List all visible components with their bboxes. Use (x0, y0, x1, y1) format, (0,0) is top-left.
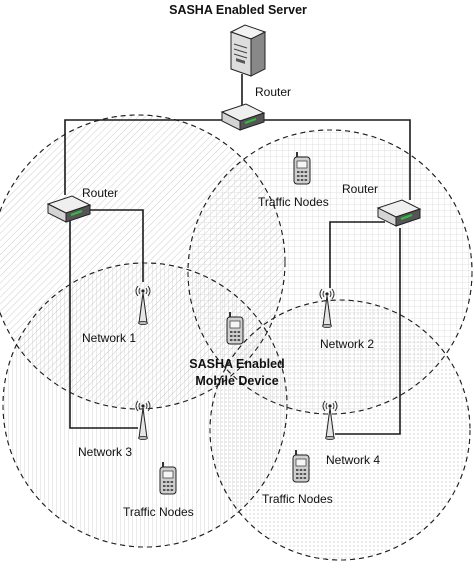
network-3-label: Network 3 (78, 445, 132, 459)
traffic-nodes-top-label: Traffic Nodes (258, 195, 329, 209)
traffic-node-bottom-left-phone-icon (159, 461, 177, 495)
network-links (64, 74, 411, 435)
router-top-label: Router (255, 85, 291, 99)
network-4-label: Network 4 (326, 453, 380, 467)
mobile-device-label-line1: SASHA Enabled (189, 357, 284, 371)
network-1-label: Network 1 (82, 331, 136, 345)
traffic-node-bottom-right-phone-icon (292, 449, 310, 483)
sasha-mobile-device-phone-icon (226, 311, 244, 345)
router-left-label: Router (82, 186, 118, 200)
traffic-nodes-bottom-left-label: Traffic Nodes (123, 505, 194, 519)
router-right-label: Router (342, 182, 378, 196)
traffic-nodes-bottom-right-label: Traffic Nodes (262, 492, 333, 506)
network-2-label: Network 2 (320, 337, 374, 351)
router-top-icon (221, 103, 265, 131)
mobile-device-label-line2: Mobile Device (195, 374, 278, 388)
server-icon (229, 24, 267, 77)
traffic-node-top-phone-icon (293, 151, 311, 185)
server-title: SASHA Enabled Server (169, 3, 307, 17)
